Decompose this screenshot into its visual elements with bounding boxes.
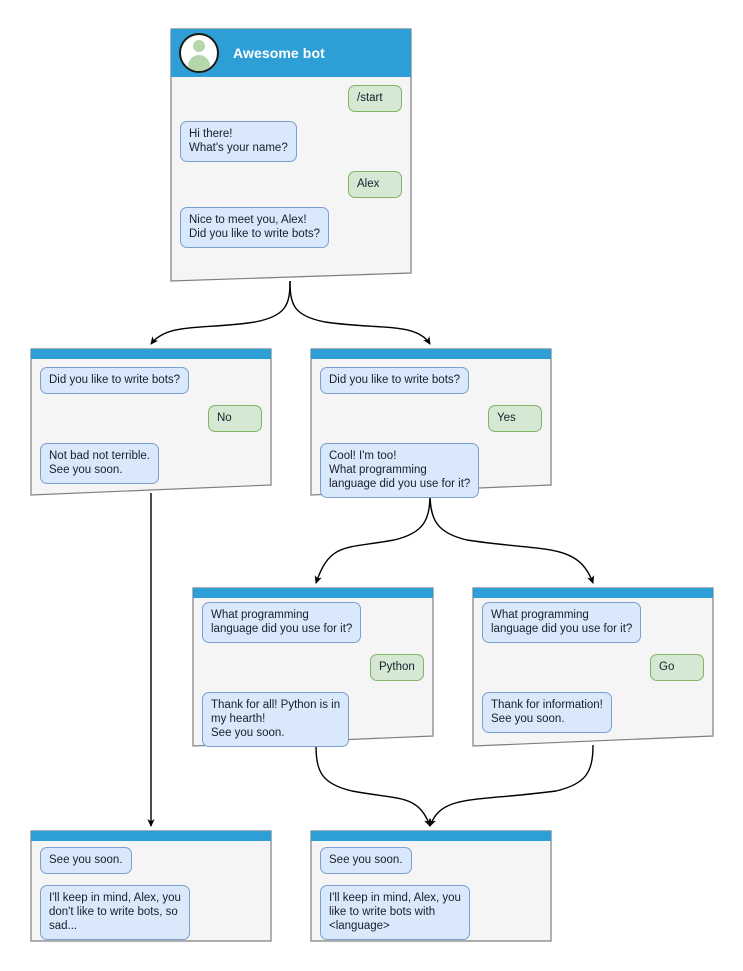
bot-message-bubble[interactable]: See you soon. <box>40 847 132 874</box>
edge-root-to-no <box>150 280 291 345</box>
message-row: Thank for information! See you soon. <box>482 692 704 733</box>
edge-root-to-yes <box>289 280 431 345</box>
message-row: Go <box>482 654 704 681</box>
bot-message-bubble[interactable]: Thank for all! Python is in my hearth! S… <box>202 692 350 747</box>
message-row: Alex <box>180 171 402 198</box>
user-message-bubble[interactable]: Yes <box>488 405 542 432</box>
node-yes-branch-chat: Did you like to write bots? Yes Cool! I'… <box>310 359 552 517</box>
bot-message-bubble[interactable]: Thank for information! See you soon. <box>482 692 612 733</box>
bot-message-bubble[interactable]: What programming language did you use fo… <box>482 602 642 643</box>
message-row: See you soon. <box>40 847 262 874</box>
bot-message-bubble[interactable]: Not bad not terrible. See you soon. <box>40 443 160 484</box>
message-row: Yes <box>320 405 542 432</box>
node-yes-branch-titlebar <box>311 349 551 359</box>
node-end-sad-chat: See you soon. I'll keep in mind, Alex, y… <box>30 841 272 959</box>
message-row: Cool! I'm too! What programming language… <box>320 443 542 498</box>
node-root-chat: /start Hi there! What's your name? Alex … <box>170 77 412 267</box>
node-go-branch[interactable]: What programming language did you use fo… <box>472 587 714 747</box>
node-end-sad-titlebar <box>31 831 271 841</box>
node-root-titlebar: Awesome bot <box>171 29 411 77</box>
bot-message-bubble[interactable]: Did you like to write bots? <box>40 367 190 394</box>
node-end-happy-titlebar <box>311 831 551 841</box>
node-no-branch-chat: Did you like to write bots? No Not bad n… <box>30 359 272 503</box>
user-message-bubble[interactable]: Python <box>370 654 424 681</box>
message-row: No <box>40 405 262 432</box>
message-row: Python <box>202 654 424 681</box>
user-message-bubble[interactable]: /start <box>348 85 402 112</box>
message-row: I'll keep in mind, Alex, you like to wri… <box>320 885 542 940</box>
message-row: Nice to meet you, Alex! Did you like to … <box>180 207 402 248</box>
bot-message-bubble[interactable]: See you soon. <box>320 847 412 874</box>
node-root[interactable]: Awesome bot /start Hi there! What's your… <box>170 28 412 282</box>
bot-message-bubble[interactable]: Cool! I'm too! What programming language… <box>320 443 480 498</box>
node-go-branch-titlebar <box>473 588 713 598</box>
node-end-happy[interactable]: See you soon. I'll keep in mind, Alex, y… <box>310 830 552 942</box>
message-row: Did you like to write bots? <box>320 367 542 394</box>
node-python-branch[interactable]: What programming language did you use fo… <box>192 587 434 747</box>
bot-message-bubble[interactable]: What programming language did you use fo… <box>202 602 362 643</box>
user-message-bubble[interactable]: No <box>208 405 262 432</box>
message-row: Not bad not terrible. See you soon. <box>40 443 262 484</box>
bot-message-bubble[interactable]: Did you like to write bots? <box>320 367 470 394</box>
bot-name-label: Awesome bot <box>233 45 325 61</box>
message-row: I'll keep in mind, Alex, you don't like … <box>40 885 262 940</box>
node-no-branch[interactable]: Did you like to write bots? No Not bad n… <box>30 348 272 496</box>
bot-message-bubble[interactable]: Hi there! What's your name? <box>180 121 297 162</box>
bot-message-bubble[interactable]: Nice to meet you, Alex! Did you like to … <box>180 207 330 248</box>
message-row: Thank for all! Python is in my hearth! S… <box>202 692 424 747</box>
user-message-bubble[interactable]: Alex <box>348 171 402 198</box>
node-no-branch-titlebar <box>31 349 271 359</box>
node-end-sad[interactable]: See you soon. I'll keep in mind, Alex, y… <box>30 830 272 942</box>
node-python-branch-titlebar <box>193 588 433 598</box>
node-end-happy-chat: See you soon. I'll keep in mind, Alex, y… <box>310 841 552 959</box>
message-row: /start <box>180 85 402 112</box>
edge-go-to-end-happy <box>429 744 594 827</box>
node-go-branch-chat: What programming language did you use fo… <box>472 598 714 752</box>
message-row: Did you like to write bots? <box>40 367 262 394</box>
node-yes-branch[interactable]: Did you like to write bots? Yes Cool! I'… <box>310 348 552 498</box>
node-python-branch-chat: What programming language did you use fo… <box>192 598 434 766</box>
message-row: See you soon. <box>320 847 542 874</box>
user-avatar-icon <box>179 33 219 73</box>
message-row: What programming language did you use fo… <box>202 602 424 643</box>
user-message-bubble[interactable]: Go <box>650 654 704 681</box>
message-row: What programming language did you use fo… <box>482 602 704 643</box>
bot-message-bubble[interactable]: I'll keep in mind, Alex, you don't like … <box>40 885 190 940</box>
message-row: Hi there! What's your name? <box>180 121 402 162</box>
bot-message-bubble[interactable]: I'll keep in mind, Alex, you like to wri… <box>320 885 470 940</box>
